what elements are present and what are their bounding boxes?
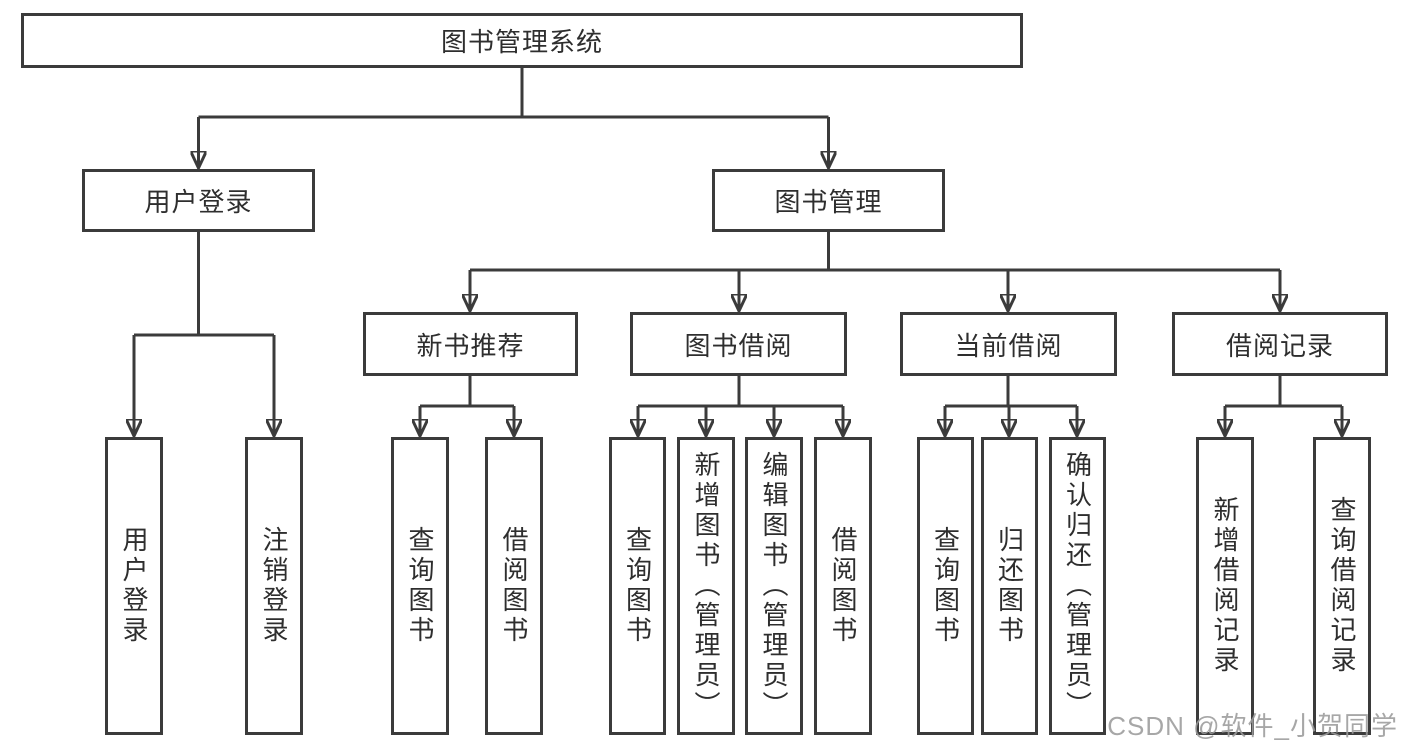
leaf-label: 查询图书 [622, 526, 653, 646]
node-borrowing-records: 借阅记录 [1172, 312, 1388, 376]
leaf-confirm-return-admin: 确认归还（管理员） [1049, 437, 1106, 735]
edge-book-management-children [470, 232, 1280, 309]
leaf-label: 归还图书 [994, 526, 1025, 646]
leaf-edit-books-admin: 编辑图书（管理员） [745, 437, 803, 735]
leaf-label: 编辑图书（管理员） [759, 451, 789, 721]
node-book-borrowing: 图书借阅 [630, 312, 847, 376]
leaf-label: 查询图书 [930, 526, 961, 646]
leaf-return-books: 归还图书 [981, 437, 1038, 735]
edge-new-book-recommend-children [420, 376, 514, 434]
leaf-add-books-admin: 新增图书（管理员） [677, 437, 735, 735]
leaf-borrow-books-2: 借阅图书 [814, 437, 872, 735]
leaf-label: 查询图书 [405, 526, 435, 646]
leaf-add-borrow-record: 新增借阅记录 [1196, 437, 1254, 735]
edge-book-borrowing-children [638, 376, 843, 434]
leaf-label: 用户登录 [119, 526, 149, 646]
leaf-label: 确认归还（管理员） [1062, 451, 1093, 721]
leaf-label: 新增借阅记录 [1210, 496, 1240, 676]
leaf-query-borrow-record: 查询借阅记录 [1313, 437, 1371, 735]
node-current-borrowing: 当前借阅 [900, 312, 1117, 376]
edge-user-login-children [134, 232, 274, 434]
leaf-label: 查询借阅记录 [1327, 496, 1357, 676]
csdn-watermark: CSDN @软件_小贺同学 [1107, 711, 1398, 741]
edge-borrowing-records-children [1225, 376, 1342, 434]
node-new-book-recommend: 新书推荐 [363, 312, 578, 376]
edge-current-borrowing-children [945, 376, 1077, 434]
leaf-logout: 注销登录 [245, 437, 303, 735]
leaf-query-books-3: 查询图书 [917, 437, 974, 735]
edge-root-to-level2 [199, 68, 829, 166]
leaf-label: 注销登录 [259, 526, 289, 646]
leaf-borrow-books-1: 借阅图书 [485, 437, 543, 735]
leaf-query-books-2: 查询图书 [609, 437, 666, 735]
leaf-label: 借阅图书 [499, 526, 529, 646]
leaf-query-books-1: 查询图书 [391, 437, 449, 735]
node-user-login: 用户登录 [82, 169, 315, 232]
node-book-management: 图书管理 [712, 169, 945, 232]
leaf-label: 新增图书（管理员） [691, 451, 721, 721]
leaf-label: 借阅图书 [828, 526, 858, 646]
node-library-management-system: 图书管理系统 [21, 13, 1023, 68]
leaf-user-login: 用户登录 [105, 437, 163, 735]
